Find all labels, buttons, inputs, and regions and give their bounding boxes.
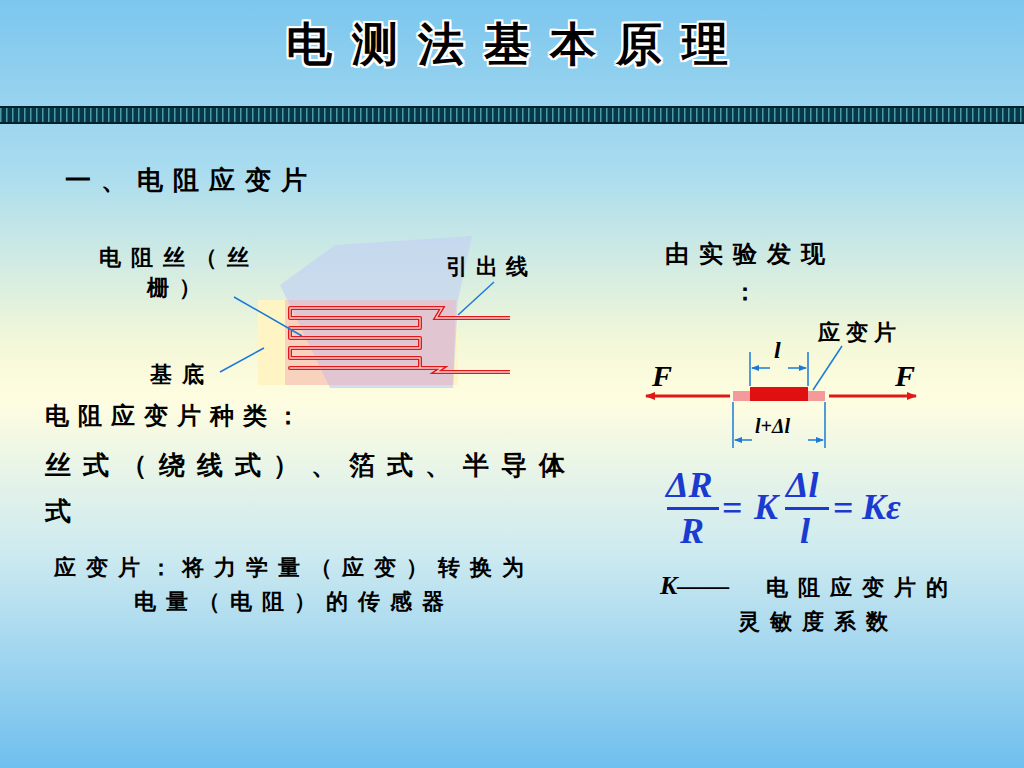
symbol: K——: [660, 568, 729, 603]
dimension: l+Δl: [755, 413, 790, 440]
type-list: 丝式（绕线式）、箔式、半导体式: [45, 443, 611, 534]
formula-term: Δl: [786, 461, 819, 510]
section-heading: 一、电阻应变片: [65, 163, 317, 198]
dimension-lines: [733, 352, 825, 448]
definition: 应变片：将力学量（应变）转换为电量（电阻）的传感器: [48, 550, 540, 618]
substrate: [258, 300, 458, 385]
formula-term: Kε: [862, 483, 901, 532]
title-band-line: [0, 106, 1024, 108]
cover-overlap: [285, 300, 456, 385]
force-arrow: [829, 395, 916, 398]
symbol-definition: 电阻应变片的灵敏度系数: [738, 570, 982, 638]
force-label: F: [652, 356, 672, 397]
dimension: l: [774, 334, 781, 366]
formula-term: R: [680, 507, 704, 556]
note: 由实验发现：: [652, 235, 848, 312]
title-band-line: [0, 122, 1024, 124]
part-label: 基底: [150, 360, 214, 390]
part-label: 引出线: [446, 252, 536, 282]
formula-term: l: [800, 507, 810, 556]
force-arrow: [646, 395, 730, 398]
cover-film: [280, 236, 472, 388]
formula-term: =: [722, 484, 743, 533]
title-band: [0, 108, 1024, 122]
heading: 电阻应变片种类：: [45, 400, 309, 432]
grid-wire: [290, 308, 428, 368]
force-label: F: [895, 356, 915, 397]
part-label: 应变片: [818, 318, 902, 348]
resistance-grid: [290, 308, 428, 368]
slide-title: 电测法基本原理: [282, 4, 752, 84]
strain-gauge: [750, 387, 808, 401]
lead-wires: [428, 308, 510, 372]
fraction-bar: [667, 507, 719, 510]
formula-term: ΔR: [666, 461, 713, 510]
formula-term: =: [833, 484, 854, 533]
part-label: 电阻丝（丝栅）: [88, 243, 270, 302]
formula-term: K: [754, 483, 778, 532]
grid-wire: [290, 308, 428, 368]
fraction-bar: [785, 507, 829, 510]
